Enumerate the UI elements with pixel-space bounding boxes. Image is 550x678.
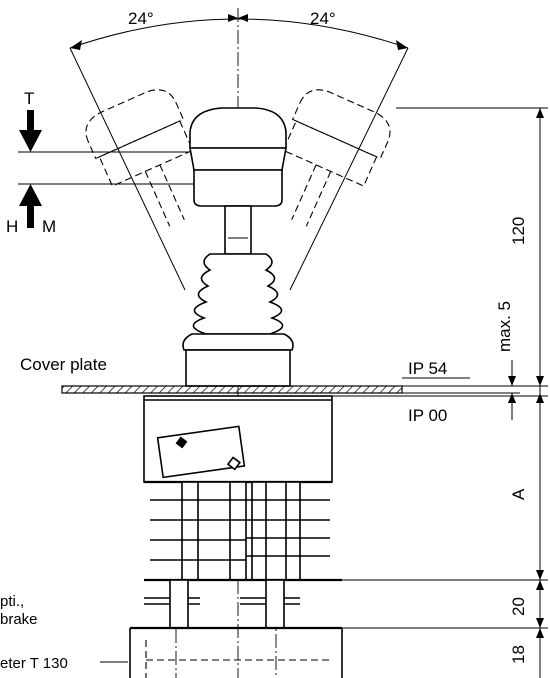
bellows — [182, 253, 294, 387]
micro-switch — [156, 425, 246, 479]
label-option-line2: brake — [0, 611, 38, 628]
base-plates — [129, 578, 343, 678]
arrow-up-icon — [19, 184, 42, 206]
label-h: H — [6, 217, 18, 236]
part-labels: Cover plate IP 54 IP 00 pti., brake eter… — [0, 355, 447, 672]
dimension-lines: 120 max. 5 A 20 18 — [332, 107, 548, 678]
label-m: M — [42, 217, 56, 236]
label-option-line1: pti., — [0, 593, 24, 610]
dimension-18: 18 — [509, 645, 528, 664]
label-ip54: IP 54 — [408, 359, 447, 378]
angle-indicator: 24° 24° — [69, 9, 409, 291]
arrow-down-icon — [19, 130, 42, 152]
tilted-knob-right — [282, 89, 391, 227]
switch-stack — [150, 481, 330, 581]
angle-label-right: 24° — [310, 9, 336, 28]
cover-plate — [61, 385, 548, 394]
label-meter: eter T 130 — [0, 655, 68, 672]
switch-housing — [143, 395, 333, 484]
label-cover-plate: Cover plate — [20, 355, 107, 374]
dimension-20: 20 — [509, 597, 528, 616]
label-ip00: IP 00 — [408, 406, 447, 425]
direction-arrows: T H M — [6, 89, 200, 236]
angle-label-left: 24° — [128, 9, 154, 28]
tilted-knob-left — [85, 89, 194, 227]
label-t: T — [24, 89, 34, 108]
dimension-120: 120 — [509, 217, 528, 245]
dimension-max: max. 5 — [495, 301, 514, 352]
joystick-knob — [189, 107, 287, 255]
dimension-a: A — [509, 488, 528, 500]
